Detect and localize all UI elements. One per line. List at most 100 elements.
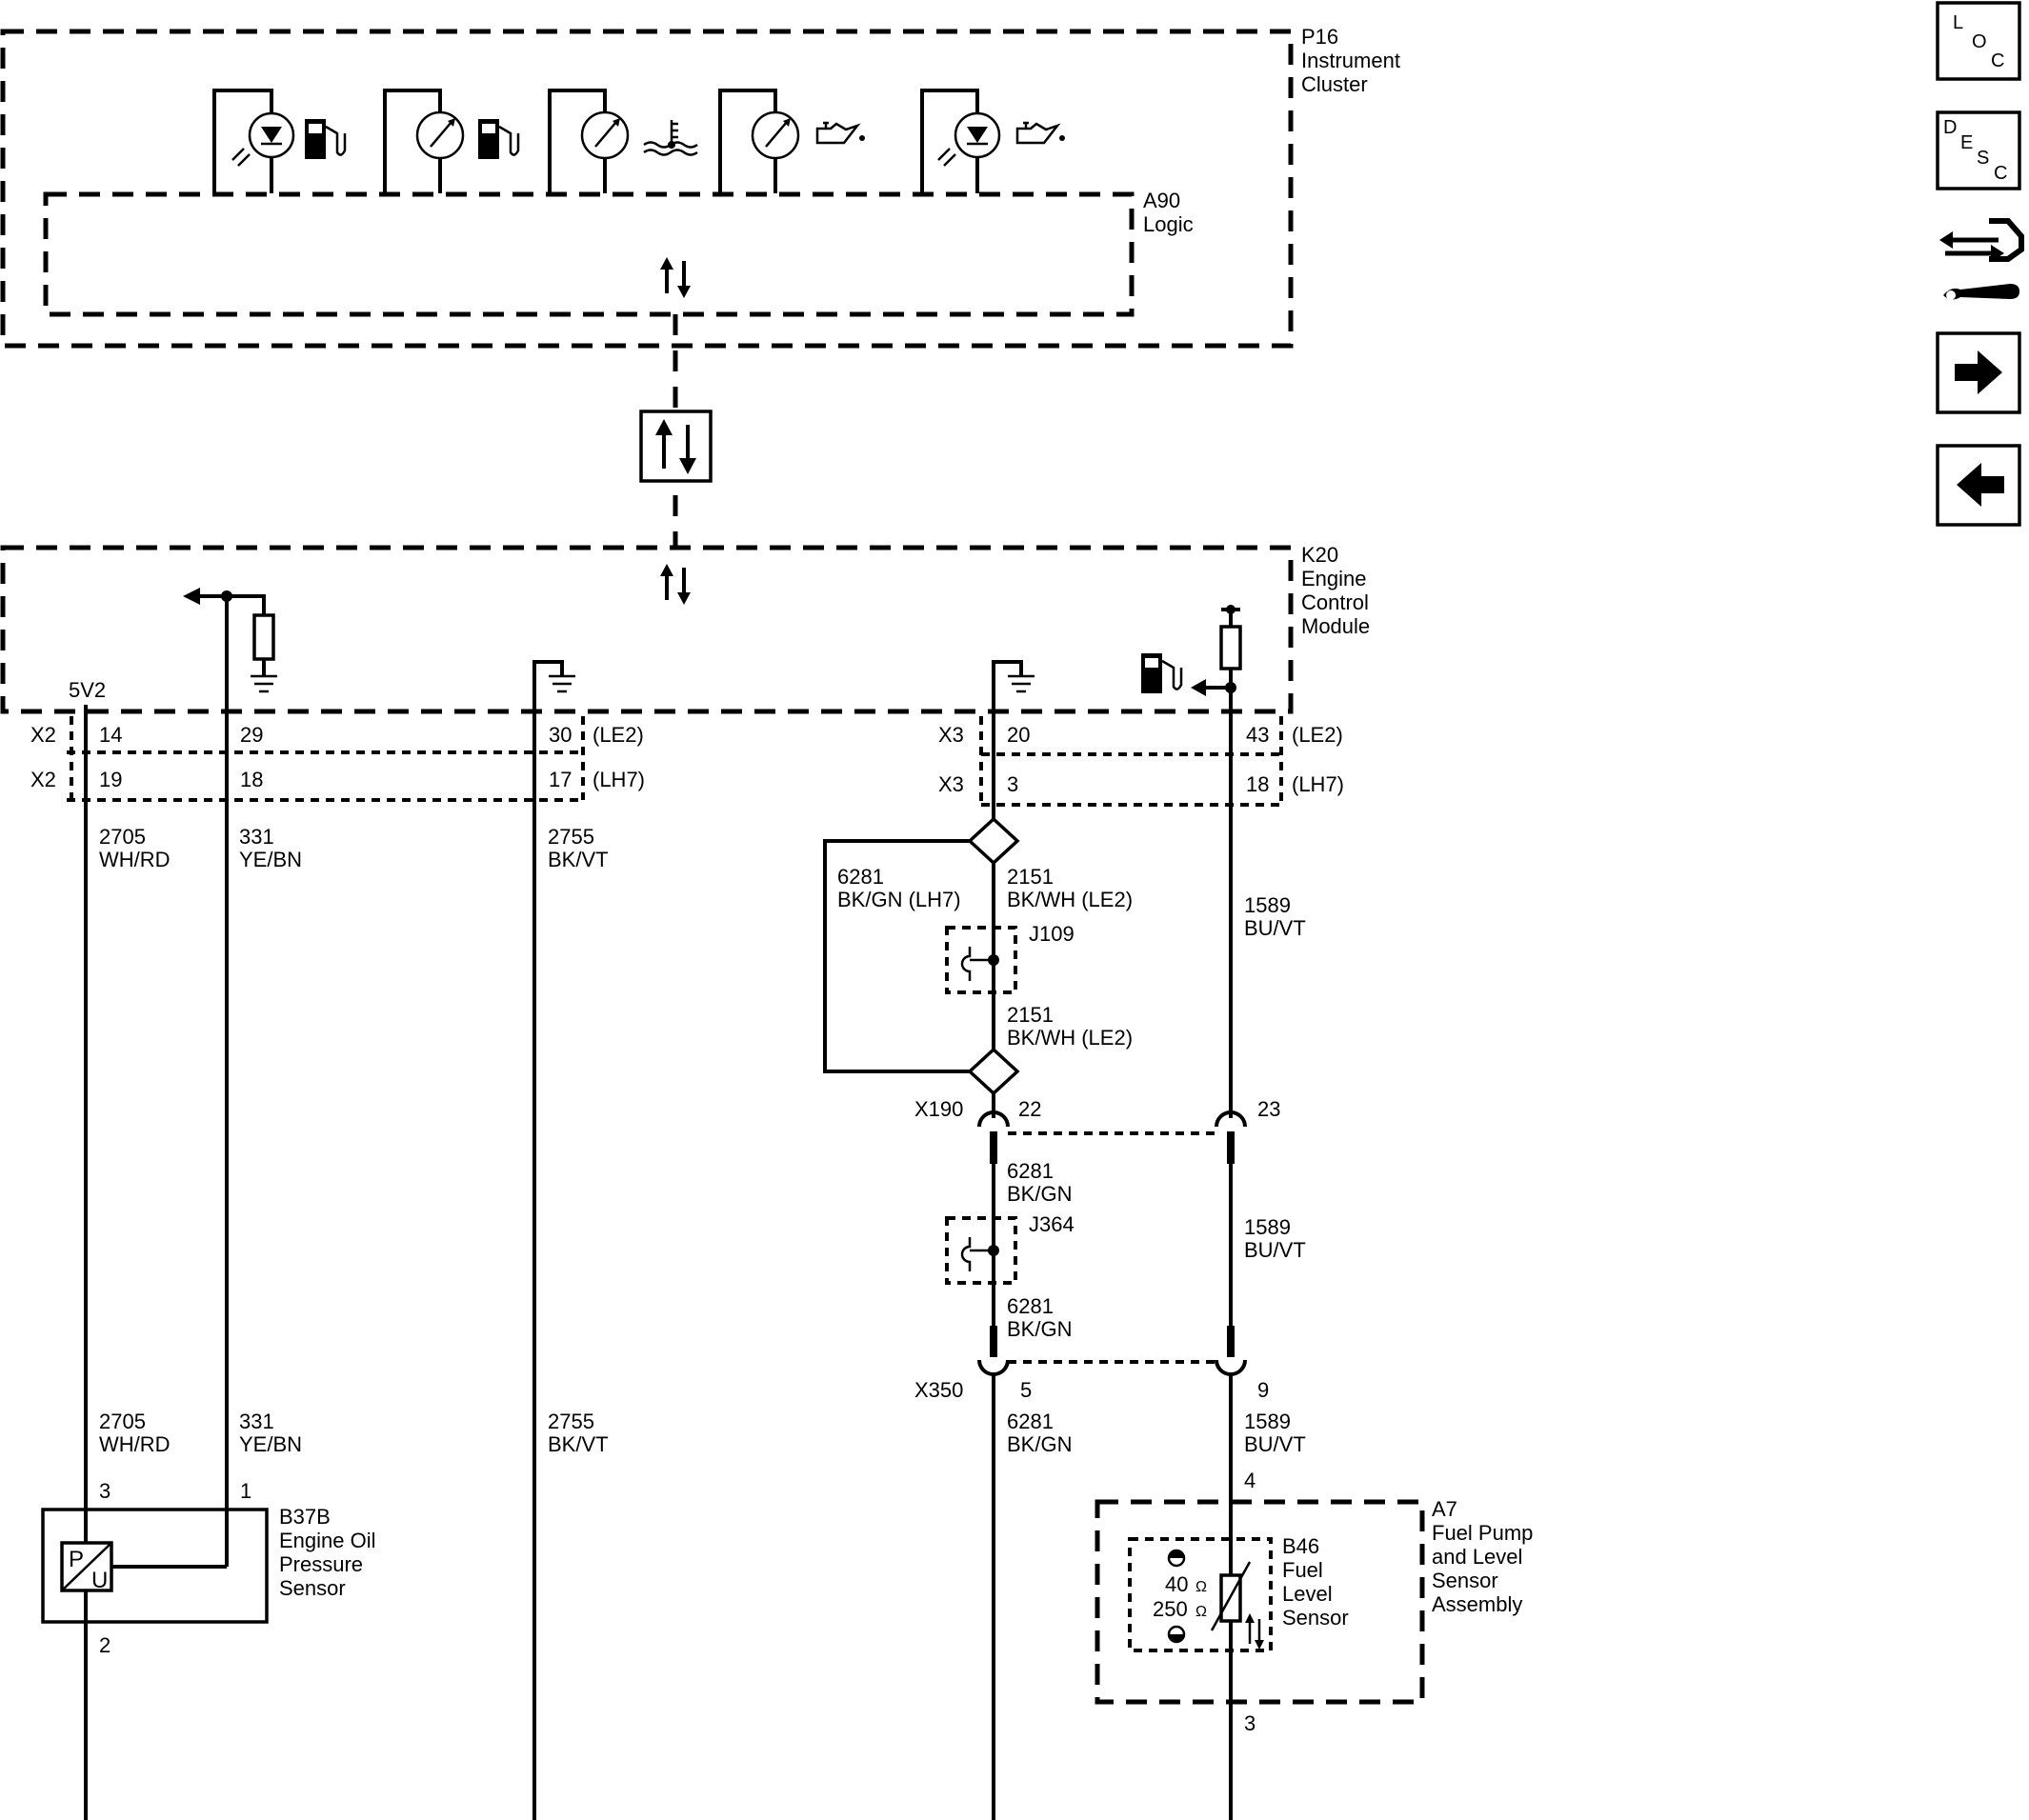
wire-331-top-color: YE/BN [239, 848, 302, 871]
coolant-temp-gauge [548, 89, 698, 193]
x3-row2-pin-a: 3 [1007, 772, 1018, 796]
wire-2755-top-color: BK/VT [548, 848, 609, 871]
wire-2705-bot-color: WH/RD [99, 1432, 171, 1456]
oil-pressure-wiring: 2705 WH/RD 331 YE/BN 2755 BK/VT 2705 WH/… [84, 596, 609, 1820]
b37b-pin-3: 3 [99, 1479, 110, 1503]
fuel-level-r1-unit: Ω [1195, 1579, 1207, 1595]
p16-id: P16 [1301, 25, 1338, 49]
b37b-id: B37B [279, 1505, 331, 1529]
b37b-name-line2: Pressure [279, 1552, 363, 1576]
a7-name-line1: Fuel Pump [1432, 1521, 1533, 1545]
k20-name-line2: Control [1301, 590, 1369, 614]
x3-row2-name: X3 [938, 772, 964, 796]
j364-label: J364 [1029, 1212, 1075, 1236]
fuel-level-wiring: 6281 BK/GN (LH7) 2151 BK/WH (LE2) J109 2… [823, 688, 1306, 1820]
fuel-level-signal-circuit [1141, 605, 1242, 696]
ground-icon [1008, 674, 1035, 693]
b46-name-line1: Fuel [1282, 1558, 1323, 1582]
arrow-left-icon [183, 588, 200, 605]
loc-letter-c: C [1991, 50, 2004, 71]
x2-row1-pin-b: 29 [240, 723, 263, 747]
x2-row1-name: X2 [30, 723, 56, 747]
x3-row2-variant: (LH7) [1292, 772, 1344, 796]
empty-tank-icon [1167, 1625, 1186, 1644]
ground-icon [549, 674, 575, 693]
wire-1589b-color: BU/VT [1244, 1238, 1306, 1262]
resistor-icon [252, 613, 275, 661]
p16-instrument-cluster: P16 Instrument Cluster A90 Logic [0, 25, 1400, 349]
connector-x2: X2 14 29 30 (LE2) X2 19 18 17 (LH7) [30, 716, 645, 802]
serial-data-link [639, 314, 713, 605]
fuel-pump-icon [305, 119, 347, 159]
connector-icon [1215, 1359, 1247, 1376]
nav-desc-button[interactable]: D E S C [1936, 110, 2021, 190]
resistor-icon [1219, 625, 1242, 670]
arrow-left-icon [1191, 679, 1206, 696]
splice-j364: J364 [945, 1212, 1075, 1285]
desc-letter-s: S [1977, 148, 1989, 169]
loc-letter-l: L [1953, 12, 1963, 33]
ref-voltage-label: 5V2 [69, 678, 106, 702]
x2-row2-name: X2 [30, 768, 56, 791]
wire-2151a-color: BK/WH (LE2) [1007, 888, 1133, 911]
desc-letter-e: E [1960, 132, 1973, 153]
wire-6281c-color: BK/GN [1007, 1432, 1072, 1456]
b46-name-line3: Sensor [1282, 1606, 1349, 1630]
p16-name-line1: Instrument [1301, 49, 1400, 72]
x2-row2-pin-a: 19 [99, 768, 122, 791]
a7-pin-4: 4 [1244, 1469, 1256, 1492]
b46-id: B46 [1282, 1534, 1319, 1558]
led-indicator-icon [937, 111, 1001, 167]
x350-pin-b: 9 [1257, 1378, 1269, 1402]
wire-2151b-color: BK/WH (LE2) [1007, 1026, 1133, 1050]
previous-page-button[interactable] [1936, 444, 2021, 527]
k20-id: K20 [1301, 543, 1338, 567]
a7-pin-3: 3 [1244, 1711, 1256, 1735]
wire-2705-bot-num: 2705 [99, 1410, 146, 1433]
sensor-p-label: P [69, 1547, 84, 1572]
wire-2705-top-color: WH/RD [99, 848, 171, 871]
k20-engine-control-module: K20 Engine Control Module 5V2 [0, 543, 1370, 714]
wire-2755-bot-color: BK/VT [548, 1432, 609, 1456]
diamond-splice-icon [967, 816, 1020, 866]
wire-6281-lh7-num: 6281 [837, 865, 884, 889]
fuel-level-r2-unit: Ω [1195, 1604, 1207, 1620]
b37b-pin-2: 2 [99, 1633, 110, 1657]
oil-can-icon [1015, 121, 1065, 145]
k20-name-line1: Engine [1301, 567, 1367, 590]
connector-wrench-icon [1939, 218, 2024, 300]
oil-low-ref-ground [532, 660, 575, 705]
p16-name-line2: Cluster [1301, 72, 1368, 96]
x3-row2-pin-b: 18 [1246, 772, 1269, 796]
wire-6281b-color: BK/GN [1007, 1317, 1072, 1341]
j109-label: J109 [1029, 922, 1075, 946]
wire-1589a-num: 1589 [1244, 893, 1291, 917]
next-page-button[interactable] [1936, 331, 2021, 414]
sensor-u-label: U [91, 1568, 108, 1593]
serial-data-icon [1245, 1613, 1264, 1650]
wire-2705-top-num: 2705 [99, 825, 146, 849]
a7-name-line2: and Level [1432, 1545, 1522, 1569]
arrow-left-icon [1957, 463, 2004, 507]
wire-2151b-num: 2151 [1007, 1003, 1054, 1027]
x3-row1-pin-a: 20 [1007, 723, 1030, 747]
connector-icon [977, 1359, 1010, 1376]
serial-data-icon [660, 564, 691, 605]
a7-fuel-pump-assembly: 4 3 A7 Fuel Pump and Level Sensor Assemb… [1095, 1469, 1533, 1735]
fuel-pump-icon [1141, 653, 1183, 693]
full-tank-icon [1167, 1549, 1186, 1568]
connector-view-button[interactable] [1939, 218, 2024, 300]
x3-row1-variant: (LE2) [1292, 723, 1343, 747]
nav-loc-button[interactable]: L O C [1936, 1, 2021, 81]
b46-fuel-level-sensor: B46 Fuel Level Sensor 40 Ω 250 Ω [1128, 1534, 1349, 1652]
b37b-pin-1: 1 [240, 1479, 251, 1503]
diamond-splice-icon [967, 1047, 1020, 1096]
b37b-oil-pressure-sensor: 3 1 2 P U B37B Engine Oil Pressure Senso… [41, 1479, 376, 1657]
serial-data-icon [660, 257, 691, 298]
b37b-name-line3: Sensor [279, 1576, 346, 1600]
gauge-icon [751, 110, 800, 160]
wire-1589b-num: 1589 [1244, 1215, 1291, 1239]
wire-6281a-num: 6281 [1007, 1159, 1054, 1183]
b46-name-line2: Level [1282, 1582, 1333, 1606]
